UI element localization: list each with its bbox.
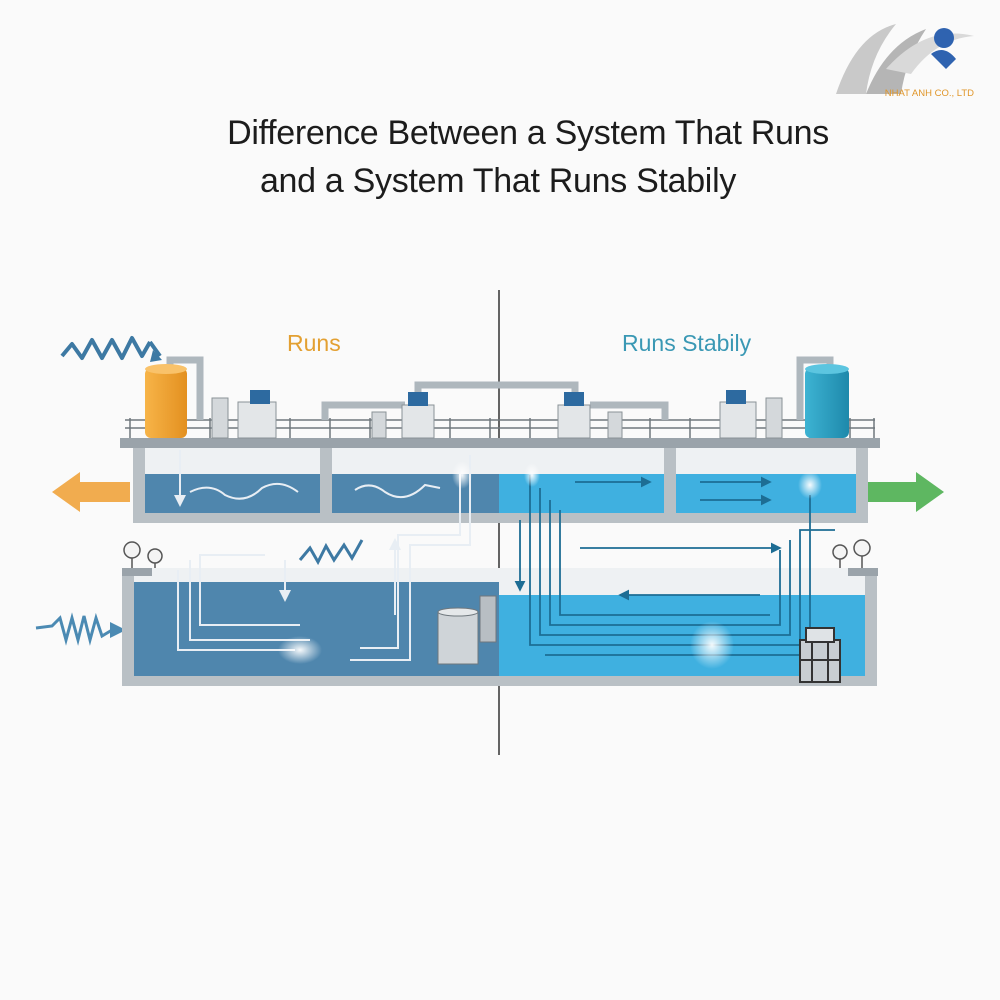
turbulence-signal (298, 539, 364, 566)
storage-tank-left (145, 368, 187, 438)
page-title-line-2: and a System That Runs Stabily (259, 162, 737, 200)
equipment-units (211, 390, 783, 439)
aeration-bubbles-left (278, 636, 322, 664)
top-deck (120, 438, 880, 448)
company-name: NHAT ANH CO., LTD (884, 88, 974, 99)
chaotic-flow-lines (174, 450, 471, 661)
pressure-gauges-right (832, 539, 871, 568)
blower-unit-right (799, 627, 841, 683)
input-signal-top (60, 336, 152, 360)
output-arrow-right (866, 472, 944, 512)
output-arrow-left (52, 472, 130, 512)
panel-label-runs: Runs (287, 330, 341, 356)
aeration-bubbles-right (690, 621, 734, 669)
blower-unit-left (437, 595, 497, 665)
storage-tank-right (805, 368, 849, 438)
panel-label-runs-stably: Runs Stabily (622, 330, 752, 356)
pressure-gauges-left (123, 541, 163, 568)
company-logo (836, 24, 974, 94)
input-signal-bottom (35, 612, 113, 646)
page-title-line-1: Difference Between a System That Runs (227, 114, 829, 152)
